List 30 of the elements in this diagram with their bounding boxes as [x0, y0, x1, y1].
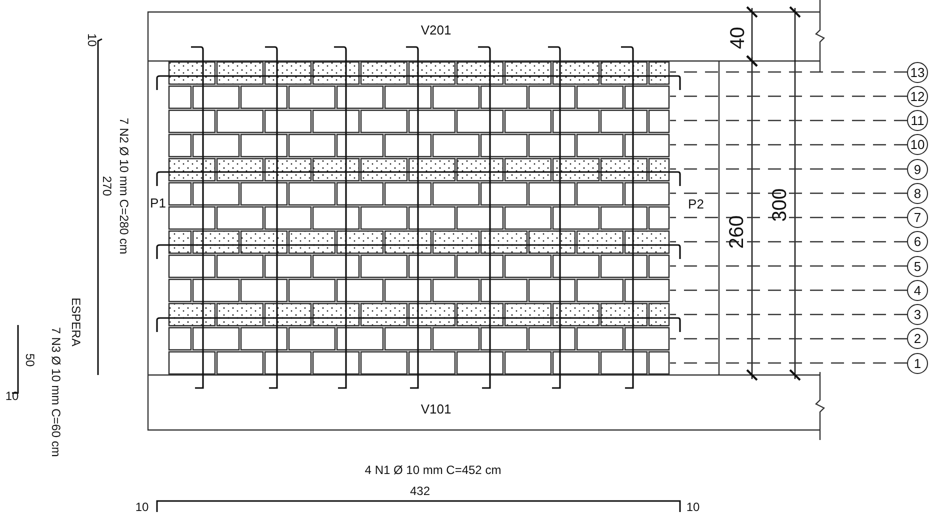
bar-dimension: 270	[101, 176, 113, 196]
leader-line	[670, 216, 907, 218]
leader-line	[670, 96, 907, 97]
leader-line	[670, 192, 907, 194]
rebar-spec: 7 N3 Ø 10 mm C=60 cm	[50, 327, 62, 457]
beam-label: V101	[420, 402, 452, 416]
rebar-note: ESPERA	[70, 298, 82, 346]
leader-line	[670, 338, 907, 340]
column-label: P1	[150, 196, 166, 210]
leader-line	[670, 265, 907, 267]
leader-line	[670, 241, 907, 242]
bar-dimension: 10	[686, 501, 700, 513]
dimension-value: 260	[727, 215, 747, 249]
leader-line	[670, 362, 907, 364]
dimension-value: 40	[728, 26, 748, 50]
bar-dimension: 432	[410, 485, 430, 497]
leader-line	[670, 314, 907, 316]
leader-line	[670, 120, 907, 122]
leader-line	[670, 71, 907, 73]
leader-line	[670, 144, 907, 146]
bar-dimension: 10	[86, 33, 98, 47]
leader-line	[670, 290, 907, 291]
rebar-spec: 4 N1 Ø 10 mm C=452 cm	[364, 464, 502, 476]
dimension-value: 300	[770, 188, 790, 222]
bar-dimension: 50	[24, 353, 36, 367]
column-label: P2	[688, 198, 704, 210]
bar-dimension: 10	[135, 501, 149, 513]
beam-label: V201	[420, 24, 452, 36]
rebar-spec: 7 N2 Ø 10 mm C=280 cm	[118, 118, 130, 254]
leader-line	[670, 168, 907, 170]
